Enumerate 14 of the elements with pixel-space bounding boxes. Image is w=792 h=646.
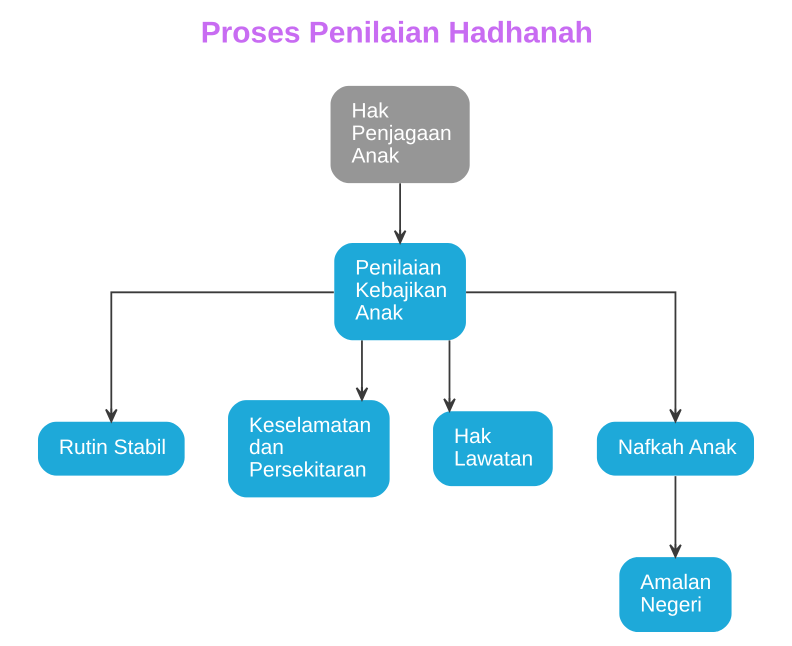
node-box: Nafkah Anak — [596, 422, 754, 476]
arrow — [105, 291, 334, 422]
node-box: Keselamatan dan Persekitaran — [228, 400, 390, 498]
node-box: Amalan Negeri — [619, 557, 732, 632]
arrow — [466, 291, 682, 422]
node-box: Rutin Stabil — [38, 422, 185, 476]
arrow — [443, 340, 456, 412]
diagram-title: Proses Penilaian Hadhanah — [200, 16, 593, 50]
arrow — [356, 340, 368, 401]
node-box: Hak Penjagaan Anak — [330, 86, 470, 184]
node-box: Penilaian Kebajikan Anak — [334, 242, 466, 340]
arrow — [394, 183, 406, 244]
node-box: Hak Lawatan — [433, 411, 553, 486]
arrow — [669, 476, 682, 558]
